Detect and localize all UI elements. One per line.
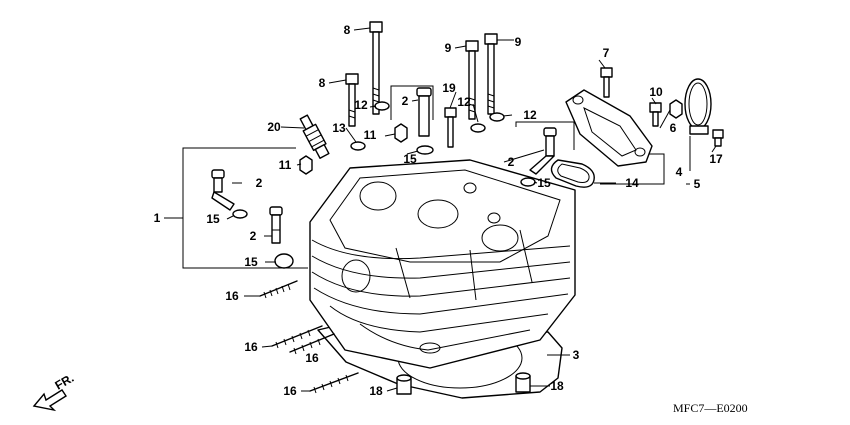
bolt-8-rear (345, 73, 359, 127)
bolt-9-right (484, 33, 498, 115)
callout-c-6: 6 (670, 121, 677, 135)
bolt-8-front (369, 21, 383, 115)
dowel-2a (211, 169, 235, 211)
bolt-7 (600, 67, 613, 98)
callout-c-13: 13 (332, 121, 346, 135)
diagram-code-label: MFC7—E0200 (673, 401, 748, 415)
dowel-2d (529, 127, 557, 175)
callout-c-2b: 2 (250, 229, 257, 243)
callout-c-9a: 9 (445, 41, 452, 55)
callout-c-16d: 16 (283, 384, 297, 398)
bolt-19 (444, 107, 457, 148)
dowel-18a (396, 374, 412, 395)
callout-c-18b: 18 (550, 379, 564, 393)
callout-c-1: 1 (154, 211, 161, 225)
cylinder-head (309, 159, 576, 369)
callout-c-18a: 18 (369, 384, 383, 398)
callout-c-8b: 8 (319, 76, 326, 90)
callout-c-16b: 16 (244, 340, 258, 354)
nut-11-top (394, 123, 408, 143)
callout-c-11b: 11 (279, 158, 292, 172)
callout-c-15a: 15 (206, 212, 220, 226)
callout-c-16c: 16 (305, 351, 319, 365)
callout-c-4: 4 (676, 165, 683, 179)
callout-c-15b: 15 (244, 255, 258, 269)
front-direction-arrow: FR. (32, 371, 77, 412)
oring-14 (550, 159, 595, 188)
callout-c-12a: 12 (354, 98, 368, 112)
bolt-10 (649, 102, 662, 127)
front-label: FR. (53, 371, 77, 393)
bolt-9-left (465, 40, 479, 120)
callout-c-14: 14 (625, 176, 639, 190)
stud-16a (259, 280, 298, 299)
dowel-18b (515, 372, 531, 393)
callout-c-2c: 2 (402, 94, 409, 108)
callout-c-10: 10 (649, 85, 663, 99)
callout-c-9b: 9 (515, 35, 522, 49)
oring-15d (520, 177, 536, 187)
stud-16b (271, 325, 323, 349)
callout-c-7: 7 (603, 46, 610, 60)
nut-6 (669, 99, 683, 119)
cover-4 (565, 89, 653, 167)
oring-15a (232, 209, 248, 219)
washer-13 (350, 141, 366, 151)
stud-16c (289, 333, 335, 355)
bolt-17 (712, 129, 724, 147)
dowel-2b (269, 206, 283, 244)
oring-15c (416, 145, 434, 155)
callout-c-19: 19 (442, 81, 456, 95)
callout-c-15c: 15 (403, 152, 417, 166)
clamp-5 (684, 78, 712, 135)
spark-plug-20 (299, 114, 330, 159)
washer-12b (470, 123, 486, 133)
callout-c-2a: 2 (256, 176, 263, 190)
callout-c-5: 5 (694, 177, 701, 191)
callout-c-12b: 12 (457, 95, 471, 109)
oring-15b (274, 253, 294, 269)
dowel-2c (416, 87, 432, 137)
callout-c-15d: 15 (537, 176, 551, 190)
callout-c-8a: 8 (344, 23, 351, 37)
washer-12a (374, 101, 390, 111)
stud-16d (309, 372, 359, 394)
leader-lines (164, 27, 717, 392)
callout-c-11a: 11 (364, 128, 377, 142)
callout-c-16a: 16 (225, 289, 239, 303)
callout-c-12c: 12 (523, 108, 537, 122)
callout-c-20: 20 (267, 120, 281, 134)
washer-12c (489, 112, 505, 122)
callout-c-2d: 2 (508, 155, 515, 169)
callout-c-17: 17 (709, 152, 723, 166)
nut-11-left (299, 155, 313, 175)
callout-c-3: 3 (573, 348, 580, 362)
